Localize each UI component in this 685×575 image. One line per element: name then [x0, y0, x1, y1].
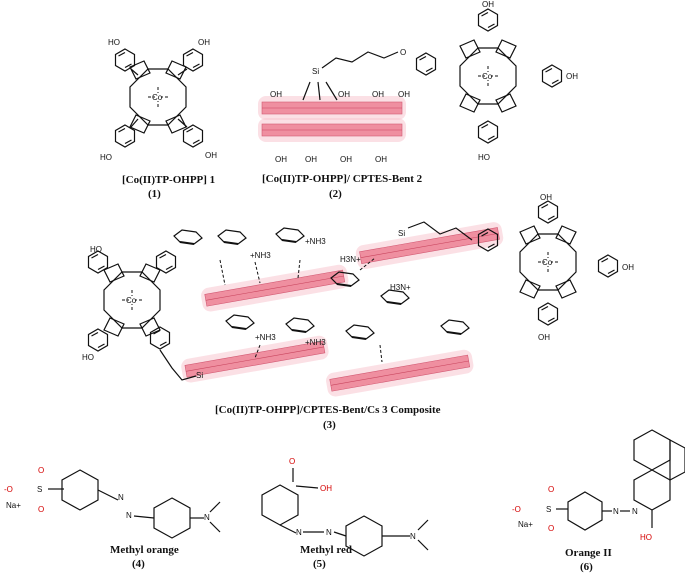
compound-6-name: Orange II	[565, 547, 612, 559]
c6-na-ion: Na+	[518, 520, 533, 529]
c4-na-ion: Na+	[6, 501, 21, 510]
compound-5-name: Methyl red	[300, 544, 352, 556]
c4-n-2: N	[126, 511, 132, 520]
c3-h3n-1: H3N+	[340, 255, 361, 264]
composite-3-name: [Co(II)TP-OHPP]/CPTES-Bent/Cs 3 Composit…	[215, 404, 441, 416]
svg-text:OH: OH	[375, 155, 387, 164]
svg-text:OH: OH	[275, 155, 287, 164]
compound-2-name: [Co(II)TP-OHPP]/ CPTES-Bent 2	[262, 173, 423, 185]
compound-5-number: (5)	[313, 558, 326, 570]
c3-nh3-4: +NH3	[305, 338, 326, 347]
c3-oh-right-top: OH	[540, 193, 552, 202]
svg-text:OH: OH	[270, 90, 282, 99]
svg-text:OH: OH	[372, 90, 384, 99]
compound-4-name: Methyl orange	[110, 544, 179, 556]
c4-s-atom: S	[37, 485, 42, 494]
c3-ho-left-top: HO	[90, 245, 102, 254]
compound-1-name: [Co(II)TP-OHPP] 1	[122, 174, 215, 186]
c3-h3n-2: H3N+	[390, 283, 411, 292]
c2-sheet-oh-groups: OH OH OH OH OH OH OH OH	[270, 90, 410, 164]
c2-o-linker: O	[400, 48, 406, 57]
c2-si-atom: Si	[312, 67, 319, 76]
c4-o-bottom: O	[38, 505, 44, 514]
c6-o-minus: -O	[512, 505, 521, 514]
c4-n-1: N	[118, 493, 124, 502]
svg-text:OH: OH	[338, 90, 350, 99]
svg-text:OH: OH	[398, 90, 410, 99]
svg-text:OH: OH	[340, 155, 352, 164]
c3-ho-left-bottom: HO	[82, 353, 94, 362]
c3-oh-right-bottom: OH	[538, 333, 550, 342]
c3-nh3-2: +NH3	[305, 237, 326, 246]
c5-n-2: N	[326, 528, 332, 537]
c5-n-1: N	[296, 528, 302, 537]
compound-6-structure: O -O S O Na+ N N HO	[512, 429, 685, 542]
compound-5-structure: O OH N N N	[261, 457, 429, 557]
c3-oh-right-side: OH	[622, 263, 634, 272]
c4-o-top: O	[38, 466, 44, 475]
compound-2-structure: OH OH OH OH OH OH OH OH Si O Co OH OH HO	[257, 0, 578, 164]
compound-6-number: (6)	[580, 561, 593, 573]
c5-n-amine: N	[410, 532, 416, 541]
c1-ho-bottomleft: HO	[100, 153, 112, 162]
c6-n-1: N	[613, 507, 619, 516]
compound-4-structure: O -O S O Na+ N N N	[4, 466, 221, 539]
composite-3-structure: +NH3 +NH3 H3N+ H3N+ +NH3 +NH3 Co HO HO S…	[82, 193, 634, 399]
c3-nh3-3: +NH3	[255, 333, 276, 342]
c3-co-right: Co	[542, 258, 553, 267]
c2-ho-bottom: HO	[478, 153, 490, 162]
c6-s-atom: S	[546, 505, 551, 514]
c3-nh3-1: +NH3	[250, 251, 271, 260]
c1-ho-topleft: HO	[108, 38, 120, 47]
c2-oh-right: OH	[566, 72, 578, 81]
c1-co-atom: Co	[152, 93, 163, 102]
c4-n-amine: N	[204, 513, 210, 522]
c2-oh-top: OH	[482, 0, 494, 9]
c1-oh-bottomright: OH	[205, 151, 217, 160]
c3-co-left: Co	[126, 296, 137, 305]
compound-2-number: (2)	[329, 188, 342, 200]
c5-o-carbonyl: O	[289, 457, 295, 466]
c3-si-right: Si	[398, 229, 405, 238]
c6-o-bottom: O	[548, 524, 554, 533]
c4-o-minus: -O	[4, 485, 13, 494]
composite-3-number: (3)	[323, 419, 336, 431]
svg-text:OH: OH	[305, 155, 317, 164]
compound-4-number: (4)	[132, 558, 145, 570]
c5-oh: OH	[320, 484, 332, 493]
c6-o-top: O	[548, 485, 554, 494]
compound-1-number: (1)	[148, 188, 161, 200]
compound-1-structure: Co HO OH HO OH	[100, 38, 217, 162]
c2-co-atom: Co	[482, 72, 493, 81]
c6-n-2: N	[632, 507, 638, 516]
c6-ho: HO	[640, 533, 652, 542]
c1-oh-topright: OH	[198, 38, 210, 47]
c3-si-left: Si	[196, 371, 203, 380]
